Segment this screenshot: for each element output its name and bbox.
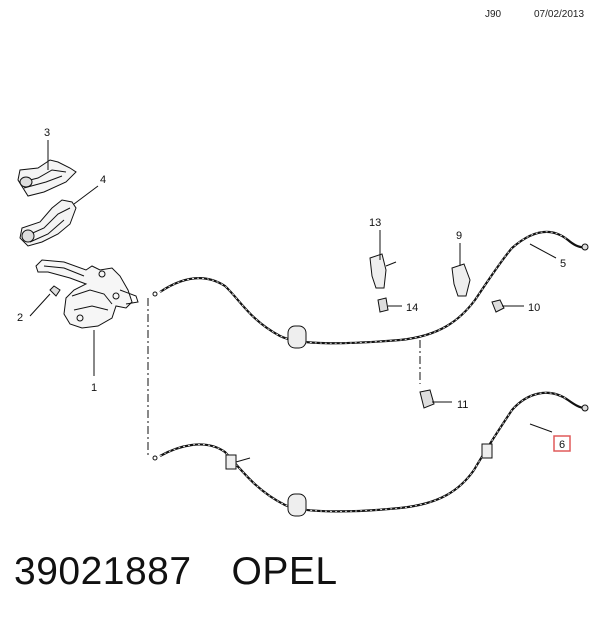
callout-14: 14 bbox=[406, 302, 418, 314]
brand-name: OPEL bbox=[231, 550, 338, 593]
callout-3: 3 bbox=[44, 127, 50, 139]
callout-13: 13 bbox=[369, 217, 381, 229]
callout-9: 9 bbox=[456, 230, 462, 242]
part-5-cable bbox=[152, 230, 589, 349]
part-6-cable bbox=[152, 391, 589, 517]
part-9-bracket bbox=[451, 263, 471, 297]
callout-10: 10 bbox=[528, 302, 540, 314]
part-1-lever-assembly bbox=[35, 259, 139, 329]
parking-brake-diagram: 3 4 1 2 13 14 9 10 11 5 6 bbox=[17, 127, 589, 517]
part-4-cover bbox=[19, 199, 77, 247]
callout-1: 1 bbox=[91, 382, 97, 394]
callout-6: 6 bbox=[559, 439, 565, 451]
header-code: J90 bbox=[485, 9, 502, 20]
part-3-cover bbox=[17, 159, 77, 197]
part-2-bolt bbox=[49, 285, 61, 297]
callout-11: 11 bbox=[457, 399, 468, 411]
callout-6-highlight-box bbox=[553, 435, 571, 452]
callout-5: 5 bbox=[560, 258, 566, 270]
callout-4: 4 bbox=[100, 174, 106, 186]
header-date: 07/02/2013 bbox=[534, 9, 585, 20]
part-14-clip bbox=[377, 297, 389, 313]
part-number: 39021887 bbox=[14, 550, 192, 593]
part-10-screw bbox=[491, 299, 505, 313]
callout-2: 2 bbox=[17, 312, 23, 324]
part-13-bracket bbox=[369, 253, 397, 289]
part-11-clip bbox=[419, 389, 435, 409]
part-footer: 39021887 OPEL bbox=[14, 550, 338, 594]
